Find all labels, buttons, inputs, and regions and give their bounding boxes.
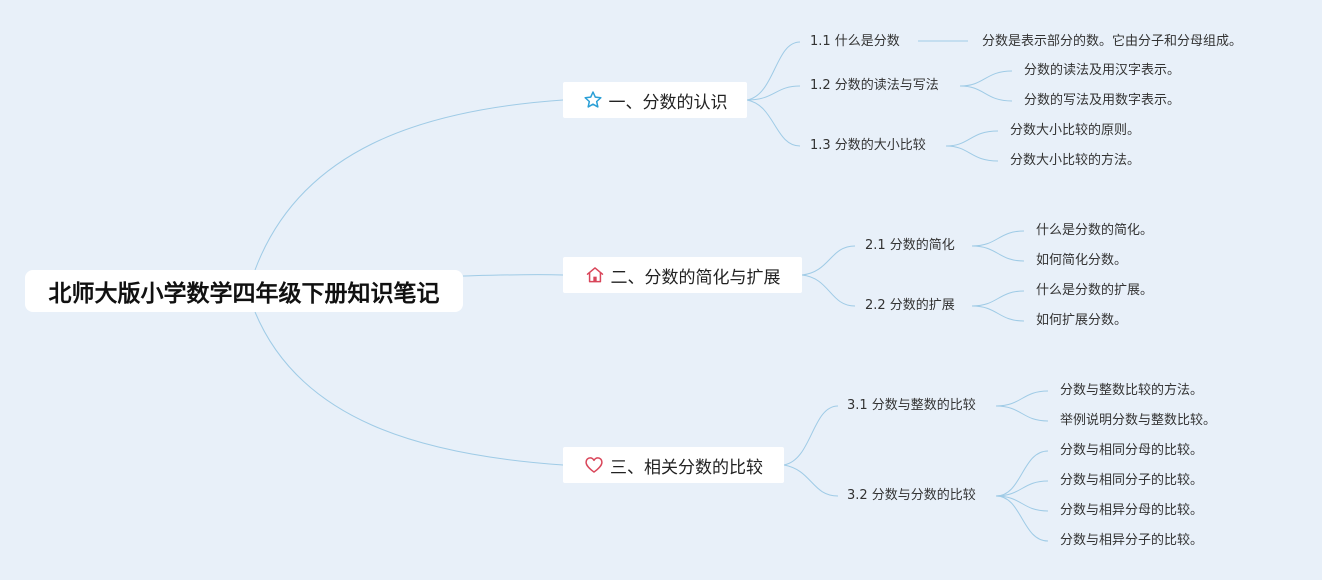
leaf-node-2-2-2[interactable]: 如何扩展分数。 bbox=[1036, 313, 1127, 329]
connector-b3-s2 bbox=[783, 464, 839, 497]
house-icon bbox=[586, 267, 603, 283]
branch-node-1[interactable]: 一、分数的认识 bbox=[563, 82, 747, 118]
leaf-node-3-2-2[interactable]: 分数与相同分子的比较。 bbox=[1060, 473, 1203, 489]
leaf-label: 分数的写法及用数字表示。 bbox=[1024, 93, 1181, 108]
leaf-node-3-2-3[interactable]: 分数与相异分母的比较。 bbox=[1060, 503, 1203, 519]
connector-b1-s2 bbox=[746, 85, 801, 101]
leaf-node-1-3-1[interactable]: 分数大小比较的原则。 bbox=[1010, 123, 1140, 139]
sub-label: 1.2 分数的读法与写法 bbox=[810, 78, 939, 93]
leaf-label: 分数与相异分母的比较。 bbox=[1060, 503, 1204, 518]
branch-node-2[interactable]: 二、分数的简化与扩展 bbox=[563, 257, 802, 293]
leaf-node-3-1-2[interactable]: 举例说明分数与整数比较。 bbox=[1060, 413, 1216, 429]
sub-label: 2.2 分数的扩展 bbox=[865, 298, 955, 313]
leaf-node-1-2-2[interactable]: 分数的写法及用数字表示。 bbox=[1024, 93, 1180, 109]
leaf-label: 如何扩展分数。 bbox=[1036, 313, 1128, 328]
leaf-node-2-1-2[interactable]: 如何简化分数。 bbox=[1036, 253, 1127, 269]
connector-s32-l1 bbox=[995, 450, 1049, 497]
leaf-label: 什么是分数的扩展。 bbox=[1036, 283, 1154, 298]
root-title: 北师大版小学数学四年级下册知识笔记 bbox=[48, 281, 440, 307]
connector-b2-s1 bbox=[801, 245, 856, 276]
leaf-label: 分数是表示部分的数。它由分子和分母组成。 bbox=[982, 34, 1243, 49]
connector-s32-l2 bbox=[995, 480, 1049, 497]
connector-b1-s1 bbox=[746, 41, 801, 101]
connector-b3-s1 bbox=[783, 405, 839, 466]
heart-icon bbox=[585, 457, 603, 473]
leaf-label: 分数与相同分母的比较。 bbox=[1060, 443, 1204, 458]
sub-label: 2.1 分数的简化 bbox=[865, 238, 955, 253]
connector-s22-l2 bbox=[971, 305, 1025, 322]
connector-s22-l1 bbox=[971, 290, 1025, 307]
connector-s13-l1 bbox=[945, 130, 999, 147]
branch-node-3[interactable]: 三、相关分数的比较 bbox=[563, 447, 784, 483]
connector-b2-s2 bbox=[801, 274, 856, 307]
connector-s21-l1 bbox=[971, 230, 1025, 247]
leaf-node-3-2-1[interactable]: 分数与相同分母的比较。 bbox=[1060, 443, 1203, 459]
connector-s31-l1 bbox=[995, 390, 1049, 407]
sub-node-1-1[interactable]: 1.1 什么是分数 bbox=[810, 34, 900, 50]
sub-label: 3.2 分数与分数的比较 bbox=[847, 488, 976, 503]
sub-node-1-2[interactable]: 1.2 分数的读法与写法 bbox=[810, 78, 939, 94]
star-icon bbox=[583, 91, 602, 108]
leaf-label: 分数大小比较的原则。 bbox=[1010, 123, 1141, 138]
connector-root-branch-2 bbox=[462, 274, 564, 277]
connector-s12-l2 bbox=[959, 85, 1013, 102]
connector-root-branch-3 bbox=[254, 311, 564, 466]
branch-label: 二、分数的简化与扩展 bbox=[610, 267, 781, 288]
sub-node-2-2[interactable]: 2.2 分数的扩展 bbox=[865, 298, 955, 314]
connector-s12-l1 bbox=[959, 70, 1013, 87]
sub-node-1-3[interactable]: 1.3 分数的大小比较 bbox=[810, 138, 926, 154]
leaf-node-1-1-1[interactable]: 分数是表示部分的数。它由分子和分母组成。 bbox=[982, 34, 1242, 50]
leaf-node-3-1-1[interactable]: 分数与整数比较的方法。 bbox=[1060, 383, 1203, 399]
leaf-label: 分数大小比较的方法。 bbox=[1010, 153, 1141, 168]
connector-s32-l4 bbox=[995, 495, 1049, 542]
leaf-node-1-2-1[interactable]: 分数的读法及用汉字表示。 bbox=[1024, 63, 1180, 79]
connector-s31-l2 bbox=[995, 405, 1049, 422]
leaf-node-2-1-1[interactable]: 什么是分数的简化。 bbox=[1036, 223, 1153, 239]
branch-label: 一、分数的认识 bbox=[608, 92, 728, 113]
leaf-label: 举例说明分数与整数比较。 bbox=[1060, 413, 1217, 428]
leaf-label: 分数与整数比较的方法。 bbox=[1060, 383, 1204, 398]
leaf-label: 什么是分数的简化。 bbox=[1036, 223, 1154, 238]
sub-label: 1.1 什么是分数 bbox=[810, 34, 900, 49]
branch-label: 三、相关分数的比较 bbox=[610, 457, 763, 478]
root-node[interactable]: 北师大版小学数学四年级下册知识笔记 bbox=[25, 270, 463, 312]
connector-s21-l2 bbox=[971, 245, 1025, 262]
sub-label: 1.3 分数的大小比较 bbox=[810, 138, 926, 153]
connector-s13-l2 bbox=[945, 145, 999, 162]
leaf-node-1-3-2[interactable]: 分数大小比较的方法。 bbox=[1010, 153, 1140, 169]
connector-root-branch-1 bbox=[254, 99, 564, 271]
sub-label: 3.1 分数与整数的比较 bbox=[847, 398, 976, 413]
sub-node-2-1[interactable]: 2.1 分数的简化 bbox=[865, 238, 955, 254]
leaf-label: 分数与相异分子的比较。 bbox=[1060, 533, 1204, 548]
sub-node-3-1[interactable]: 3.1 分数与整数的比较 bbox=[847, 398, 976, 414]
connector-b1-s3 bbox=[746, 99, 801, 147]
connector-s32-l3 bbox=[995, 495, 1049, 512]
sub-node-3-2[interactable]: 3.2 分数与分数的比较 bbox=[847, 488, 976, 504]
leaf-node-2-2-1[interactable]: 什么是分数的扩展。 bbox=[1036, 283, 1153, 299]
leaf-label: 分数与相同分子的比较。 bbox=[1060, 473, 1204, 488]
leaf-node-3-2-4[interactable]: 分数与相异分子的比较。 bbox=[1060, 533, 1203, 549]
leaf-label: 分数的读法及用汉字表示。 bbox=[1024, 63, 1181, 78]
leaf-label: 如何简化分数。 bbox=[1036, 253, 1128, 268]
